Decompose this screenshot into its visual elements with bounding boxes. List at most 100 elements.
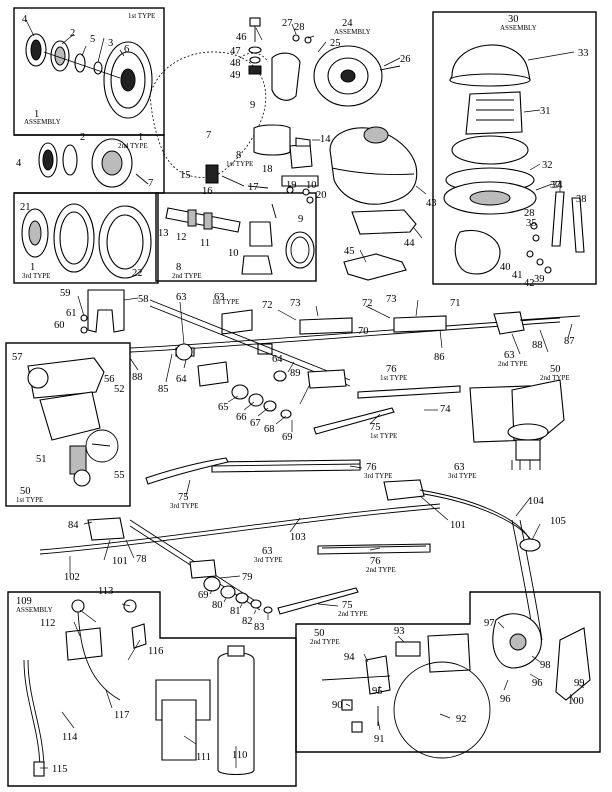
- callout-18: 18: [262, 164, 273, 175]
- callout-73-a: 73: [290, 298, 301, 309]
- caption-3rd-type-75: 3rd TYPE: [170, 502, 198, 510]
- caption-1st-type-8: 1st TYPE: [226, 160, 253, 168]
- horn-push-assembly: [165, 203, 315, 275]
- callout-13: 13: [158, 228, 169, 239]
- callout-87: 87: [564, 336, 575, 347]
- callout-15: 15: [180, 170, 191, 181]
- caption-2nd-type-76: 2nd TYPE: [366, 566, 396, 574]
- callout-44: 44: [404, 238, 415, 249]
- callout-68: 68: [264, 424, 275, 435]
- callout-69-a: 69: [282, 432, 293, 443]
- callout-83: 83: [254, 622, 265, 633]
- callout-7-lower: 7: [148, 178, 153, 189]
- horn-2nd-type-parts: [38, 138, 149, 188]
- callout-43: 43: [426, 198, 437, 209]
- callout-34: 34: [552, 180, 563, 191]
- callout-60: 60: [54, 320, 65, 331]
- callout-109: 109: [16, 596, 32, 607]
- callout-17: 17: [248, 182, 259, 193]
- callout-105: 105: [550, 516, 566, 527]
- callout-1-2nd: 1: [138, 132, 143, 143]
- caption-1st-type-horn: 1st TYPE: [128, 12, 155, 20]
- caption-1st-type-75: 1st TYPE: [370, 432, 397, 440]
- callout-86: 86: [434, 352, 445, 363]
- callout-11: 11: [200, 238, 210, 249]
- callout-72-b: 72: [362, 298, 373, 309]
- callout-22: 22: [132, 268, 143, 279]
- callout-59: 59: [60, 288, 71, 299]
- callout-5: 5: [90, 34, 95, 45]
- callout-76-3rd: 76: [366, 462, 377, 473]
- callout-103: 103: [290, 532, 306, 543]
- callout-114: 114: [62, 732, 78, 743]
- callout-6: 6: [124, 44, 129, 55]
- callout-12: 12: [176, 232, 187, 243]
- callout-93: 93: [394, 626, 405, 637]
- callout-117: 117: [114, 710, 129, 721]
- box-wiper-motor-2nd-type: [295, 591, 601, 753]
- callout-51: 51: [36, 454, 47, 465]
- caption-2nd-type-50-lower: 2nd TYPE: [310, 638, 340, 646]
- horn-30-assembly-internals: [443, 44, 585, 275]
- callout-46: 46: [236, 32, 247, 43]
- callout-75-2nd: 75: [342, 600, 353, 611]
- wiper-cable-lower: [39, 479, 535, 614]
- callout-67: 67: [250, 418, 261, 429]
- wiper-motor-1st-type: [27, 357, 119, 487]
- callout-64-a: 64: [176, 374, 187, 385]
- callout-97: 97: [484, 618, 495, 629]
- callout-89: 89: [290, 368, 301, 379]
- caption-1st-type-63: 1st TYPE: [212, 298, 239, 306]
- wheel-box-1st-type: [149, 299, 351, 419]
- callout-39: 39: [534, 274, 545, 285]
- caption-3rd-type-76: 3rd TYPE: [364, 472, 392, 480]
- callout-27: 27: [282, 18, 293, 29]
- box-horn-3rd-type: [13, 192, 159, 284]
- callout-7: 7: [206, 130, 211, 141]
- callout-84: 84: [68, 520, 79, 531]
- callout-79: 79: [242, 572, 253, 583]
- horn-24-assembly: [271, 34, 401, 107]
- callout-41: 41: [512, 270, 523, 281]
- callout-78: 78: [136, 554, 147, 565]
- callout-37: 37: [550, 180, 561, 191]
- box-horn-part-8: [155, 192, 317, 282]
- callout-96-b: 96: [500, 694, 511, 705]
- callout-49: 49: [230, 70, 241, 81]
- callout-4-lower: 4: [16, 158, 22, 169]
- callout-63-b: 63: [214, 292, 225, 303]
- callout-25: 25: [330, 38, 341, 49]
- callout-101-a: 101: [450, 520, 466, 531]
- callout-38: 38: [576, 194, 587, 205]
- callout-50-2nd: 50: [550, 364, 561, 375]
- horn-43-and-brackets: [329, 126, 418, 281]
- callout-21: 21: [20, 202, 31, 213]
- callout-50-1st: 50: [20, 486, 31, 497]
- washer-assembly: [23, 599, 255, 777]
- callout-35: 35: [526, 218, 537, 229]
- caption-1st-type-50: 1st TYPE: [16, 496, 43, 504]
- callout-40: 40: [500, 262, 511, 273]
- callout-57: 57: [12, 352, 23, 363]
- callout-80: 80: [212, 600, 223, 611]
- drive-cable-104: [511, 519, 543, 641]
- callout-8-lower: 8: [176, 262, 181, 273]
- callout-numbers: 4 2 5 3 6 7 1 46 47 48 49 27 28 24 25 26…: [12, 14, 589, 775]
- caption-2nd-type-50: 2nd TYPE: [540, 374, 570, 382]
- callout-9-lower: 9: [298, 214, 303, 225]
- wiper-arms: [145, 407, 395, 615]
- caption-assembly-109: ASSEMBLY: [16, 606, 53, 614]
- callout-70: 70: [358, 326, 369, 337]
- callout-28: 28: [294, 22, 305, 33]
- callout-101-b: 101: [112, 556, 128, 567]
- callout-96-a: 96: [532, 678, 543, 689]
- callout-58: 58: [138, 294, 149, 305]
- callout-76-2nd: 76: [370, 556, 381, 567]
- caption-3rd-type-63-b: 3rd TYPE: [254, 556, 282, 564]
- callout-100: 100: [568, 696, 584, 707]
- callout-69-b: 69: [198, 590, 209, 601]
- callout-75-3rd: 75: [178, 492, 189, 503]
- caption-assembly-1: ASSEMBLY: [24, 118, 61, 126]
- callout-88-a: 88: [532, 340, 543, 351]
